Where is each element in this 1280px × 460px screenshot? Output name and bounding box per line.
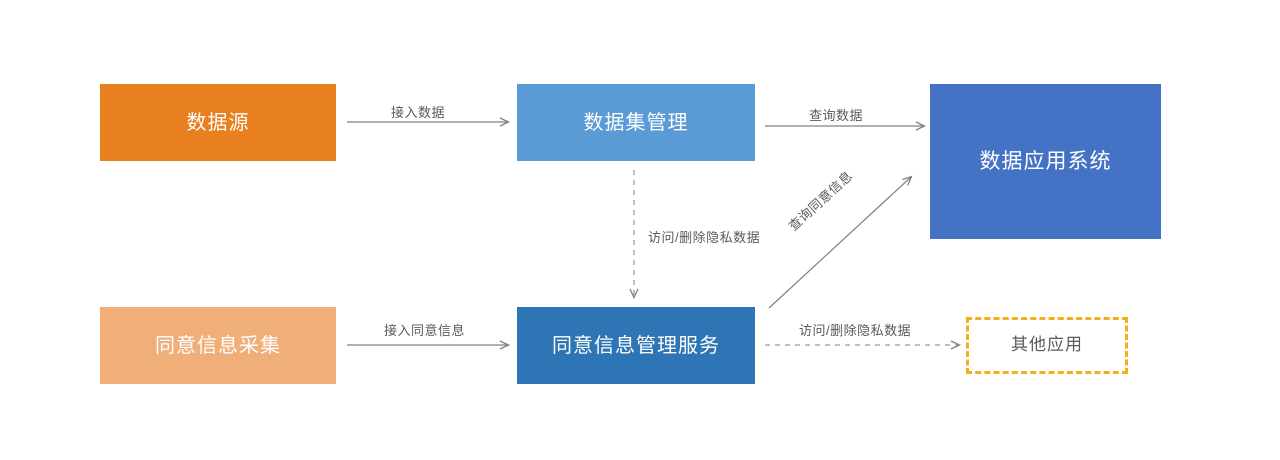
node-consent-management-service-label: 同意信息管理服务: [552, 334, 720, 357]
node-consent-management-service[interactable]: 同意信息管理服务: [517, 307, 755, 384]
edge-label-query-consent: 查询同意信息: [785, 167, 856, 234]
node-dataset-management-label: 数据集管理: [583, 111, 689, 134]
node-data-application-system-label: 数据应用系统: [979, 149, 1112, 173]
edge-query-consent: [768, 177, 911, 309]
edge-label-access-delete-other: 访问/删除隐私数据: [799, 323, 912, 338]
node-data-source[interactable]: 数据源: [100, 84, 336, 161]
node-data-source-label: 数据源: [186, 111, 250, 134]
node-other-application[interactable]: 其他应用: [966, 317, 1128, 374]
node-consent-collection[interactable]: 同意信息采集: [100, 307, 336, 384]
edge-label-ingest-consent: 接入同意信息: [384, 323, 466, 338]
node-consent-collection-label: 同意信息采集: [155, 334, 281, 357]
node-dataset-management[interactable]: 数据集管理: [517, 84, 755, 161]
edge-label-ingest-data: 接入数据: [391, 105, 446, 120]
node-data-application-system[interactable]: 数据应用系统: [930, 84, 1161, 239]
edge-label-query-data: 查询数据: [809, 108, 864, 123]
edge-label-access-delete-private: 访问/删除隐私数据: [648, 230, 761, 245]
node-other-application-label: 其他应用: [1011, 335, 1083, 355]
